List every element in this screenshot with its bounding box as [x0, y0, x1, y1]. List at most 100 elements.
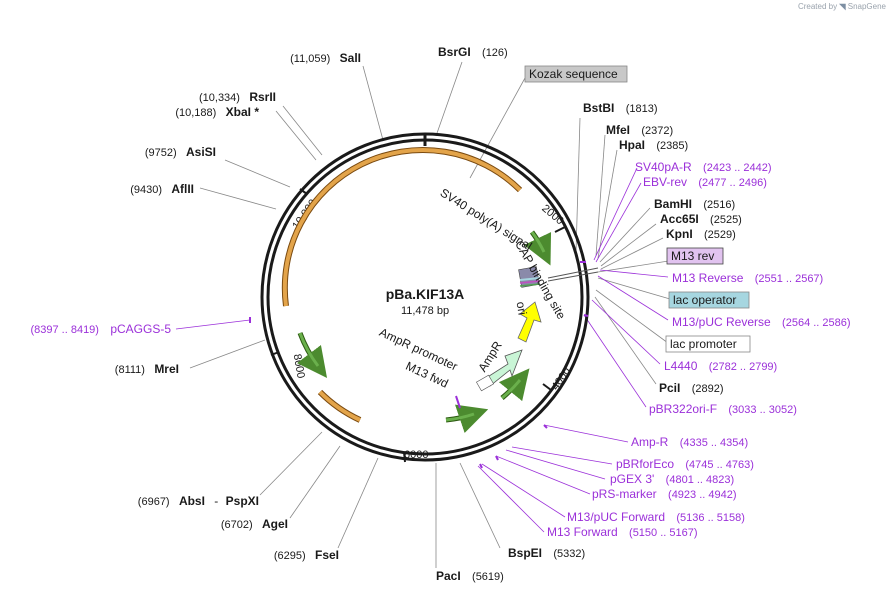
primer-range: (4745 .. 4763): [685, 459, 754, 471]
site-separator: -: [214, 494, 218, 508]
site-label-fsei: (6295) FseI: [274, 548, 339, 562]
site-position: (10,334): [199, 92, 240, 104]
leader-line: [495, 455, 591, 495]
primer-label-m13-puc-forward: M13/pUC Forward (5136 .. 5158): [567, 510, 745, 524]
leader-line: [599, 207, 651, 263]
leader-line: [337, 457, 379, 549]
leader-line: [289, 445, 341, 519]
primer-label-l4440: L4440 (2782 .. 2799): [664, 359, 777, 373]
tick-mark-4000: [542, 383, 552, 391]
primer-name: pCAGGS-5: [110, 322, 171, 336]
site-name: AgeI: [262, 517, 288, 531]
leader-line: [575, 117, 581, 253]
tick-label: 8000: [291, 353, 307, 379]
site-position: (2372): [641, 125, 673, 137]
leader-line: [275, 110, 317, 161]
site-position: (1813): [626, 103, 658, 115]
primer-name: M13 Forward: [547, 525, 618, 539]
primer-name: L4440: [664, 359, 698, 373]
site-label-xbai: (10,188) XbaI *: [175, 105, 259, 119]
primer-name: pGEX 3': [610, 472, 654, 486]
leader-line: [189, 339, 266, 369]
leader-line: [595, 134, 606, 257]
primer-label-ebv-rev: EBV-rev (2477 .. 2496): [643, 175, 767, 189]
leader-line: [282, 105, 323, 156]
primer-name: pBRforEco: [616, 457, 674, 471]
leader-line: [435, 61, 463, 137]
site-label-hpai: HpaI (2385): [619, 138, 688, 152]
site-name: FseI: [315, 548, 339, 562]
site-position: (11,059): [290, 53, 330, 65]
site-position: (8111): [115, 364, 145, 376]
tick-mark-6000: [403, 451, 406, 463]
site-label-rsrii: (10,334) RsrII: [199, 90, 276, 104]
mcs-stripe: [519, 277, 541, 281]
primer-label-m13-forward: M13 Forward (5150 .. 5167): [547, 525, 698, 539]
site-label-paci: PacI (5619): [436, 569, 504, 583]
primer-label-m13-puc-reverse: M13/pUC Reverse (2564 .. 2586): [672, 315, 851, 329]
site-name: MfeI: [606, 123, 630, 137]
site-position: (9430): [130, 184, 162, 196]
m13-rev-label: M13 rev: [671, 249, 714, 263]
site-name: AflII: [171, 182, 194, 196]
leader-line: [199, 187, 277, 210]
site-name: XbaI *: [226, 105, 260, 119]
site-name: HpaI: [619, 138, 645, 152]
primer-label-m13-reverse: M13 Reverse (2551 .. 2567): [672, 271, 823, 285]
site-position: (5619): [472, 571, 504, 583]
primer-label-prs-marker: pRS-marker (4923 .. 4942): [592, 487, 737, 501]
primer-range: (4801 .. 4823): [666, 474, 735, 486]
leader-line: [259, 431, 323, 496]
ori-arrow: [517, 301, 542, 343]
snapgene-logo-icon: ◥: [839, 2, 846, 11]
site-name: AbsI: [179, 494, 205, 508]
primer-range: (8397 .. 8419): [30, 324, 99, 336]
primer-name: M13/pUC Reverse: [672, 315, 771, 329]
site-label-bamhi: BamHI (2516): [654, 197, 735, 211]
mcs-stripe: [519, 283, 541, 287]
leader-line: [597, 149, 618, 259]
site-name: KpnI: [666, 227, 693, 241]
site-label-asisi: (9752) AsiSI: [145, 145, 216, 159]
feature-label: ori: [514, 300, 530, 316]
backbone: [260, 132, 590, 462]
scale-ticks: [270, 188, 566, 463]
leader-line: [594, 296, 657, 385]
primer-range: (2477 .. 2496): [698, 177, 767, 189]
primer-name: SV40pA-R: [635, 160, 692, 174]
site-name: PciI: [659, 381, 680, 395]
plasmid-name: pBa.KIF13A: [386, 286, 465, 302]
site-position: (2525): [710, 214, 742, 226]
lac-promoter-box: [665, 335, 751, 353]
leader-line: [362, 65, 384, 141]
tick-mark-10000: [299, 188, 308, 195]
primer-label-pcaggs-5: (8397 .. 8419) pCAGGS-5: [30, 322, 171, 336]
site-label-mfei: MfeI (2372): [606, 123, 673, 137]
snapgene-credit: Created by ◥ SnapGene: [797, 2, 886, 11]
leader-line: [595, 289, 669, 344]
primer-label-pgex-3: pGEX 3' (4801 .. 4823): [610, 472, 734, 486]
green-feature-arc: [445, 412, 475, 422]
site-position: (6295): [274, 550, 306, 562]
site-name: BsrGI: [438, 45, 471, 59]
site-position: (126): [482, 47, 508, 59]
tick-label: 6000: [404, 449, 428, 461]
leader-line: [583, 314, 647, 408]
site-name: BstBI: [583, 101, 614, 115]
m13-rev-box: [666, 247, 724, 265]
primer-range: (5150 .. 5167): [629, 527, 698, 539]
primer-name: Amp-R: [631, 435, 669, 449]
mcs-stripe: [519, 280, 541, 284]
site-name: AsiSI: [186, 145, 216, 159]
leader-lines: [175, 61, 695, 568]
primer-name: EBV-rev: [643, 175, 687, 189]
kozak-sequence-box: [524, 65, 628, 83]
leader-line: [600, 223, 657, 267]
leader-line: [477, 465, 545, 533]
site-position: (10,188): [175, 107, 216, 119]
lac-operator-box: [668, 291, 750, 309]
site-label-aflii: (9430) AflII: [130, 182, 194, 196]
mcs-stripe: [547, 267, 599, 279]
primer-range: (2423 .. 2442): [703, 162, 772, 174]
leader-line: [599, 269, 669, 278]
